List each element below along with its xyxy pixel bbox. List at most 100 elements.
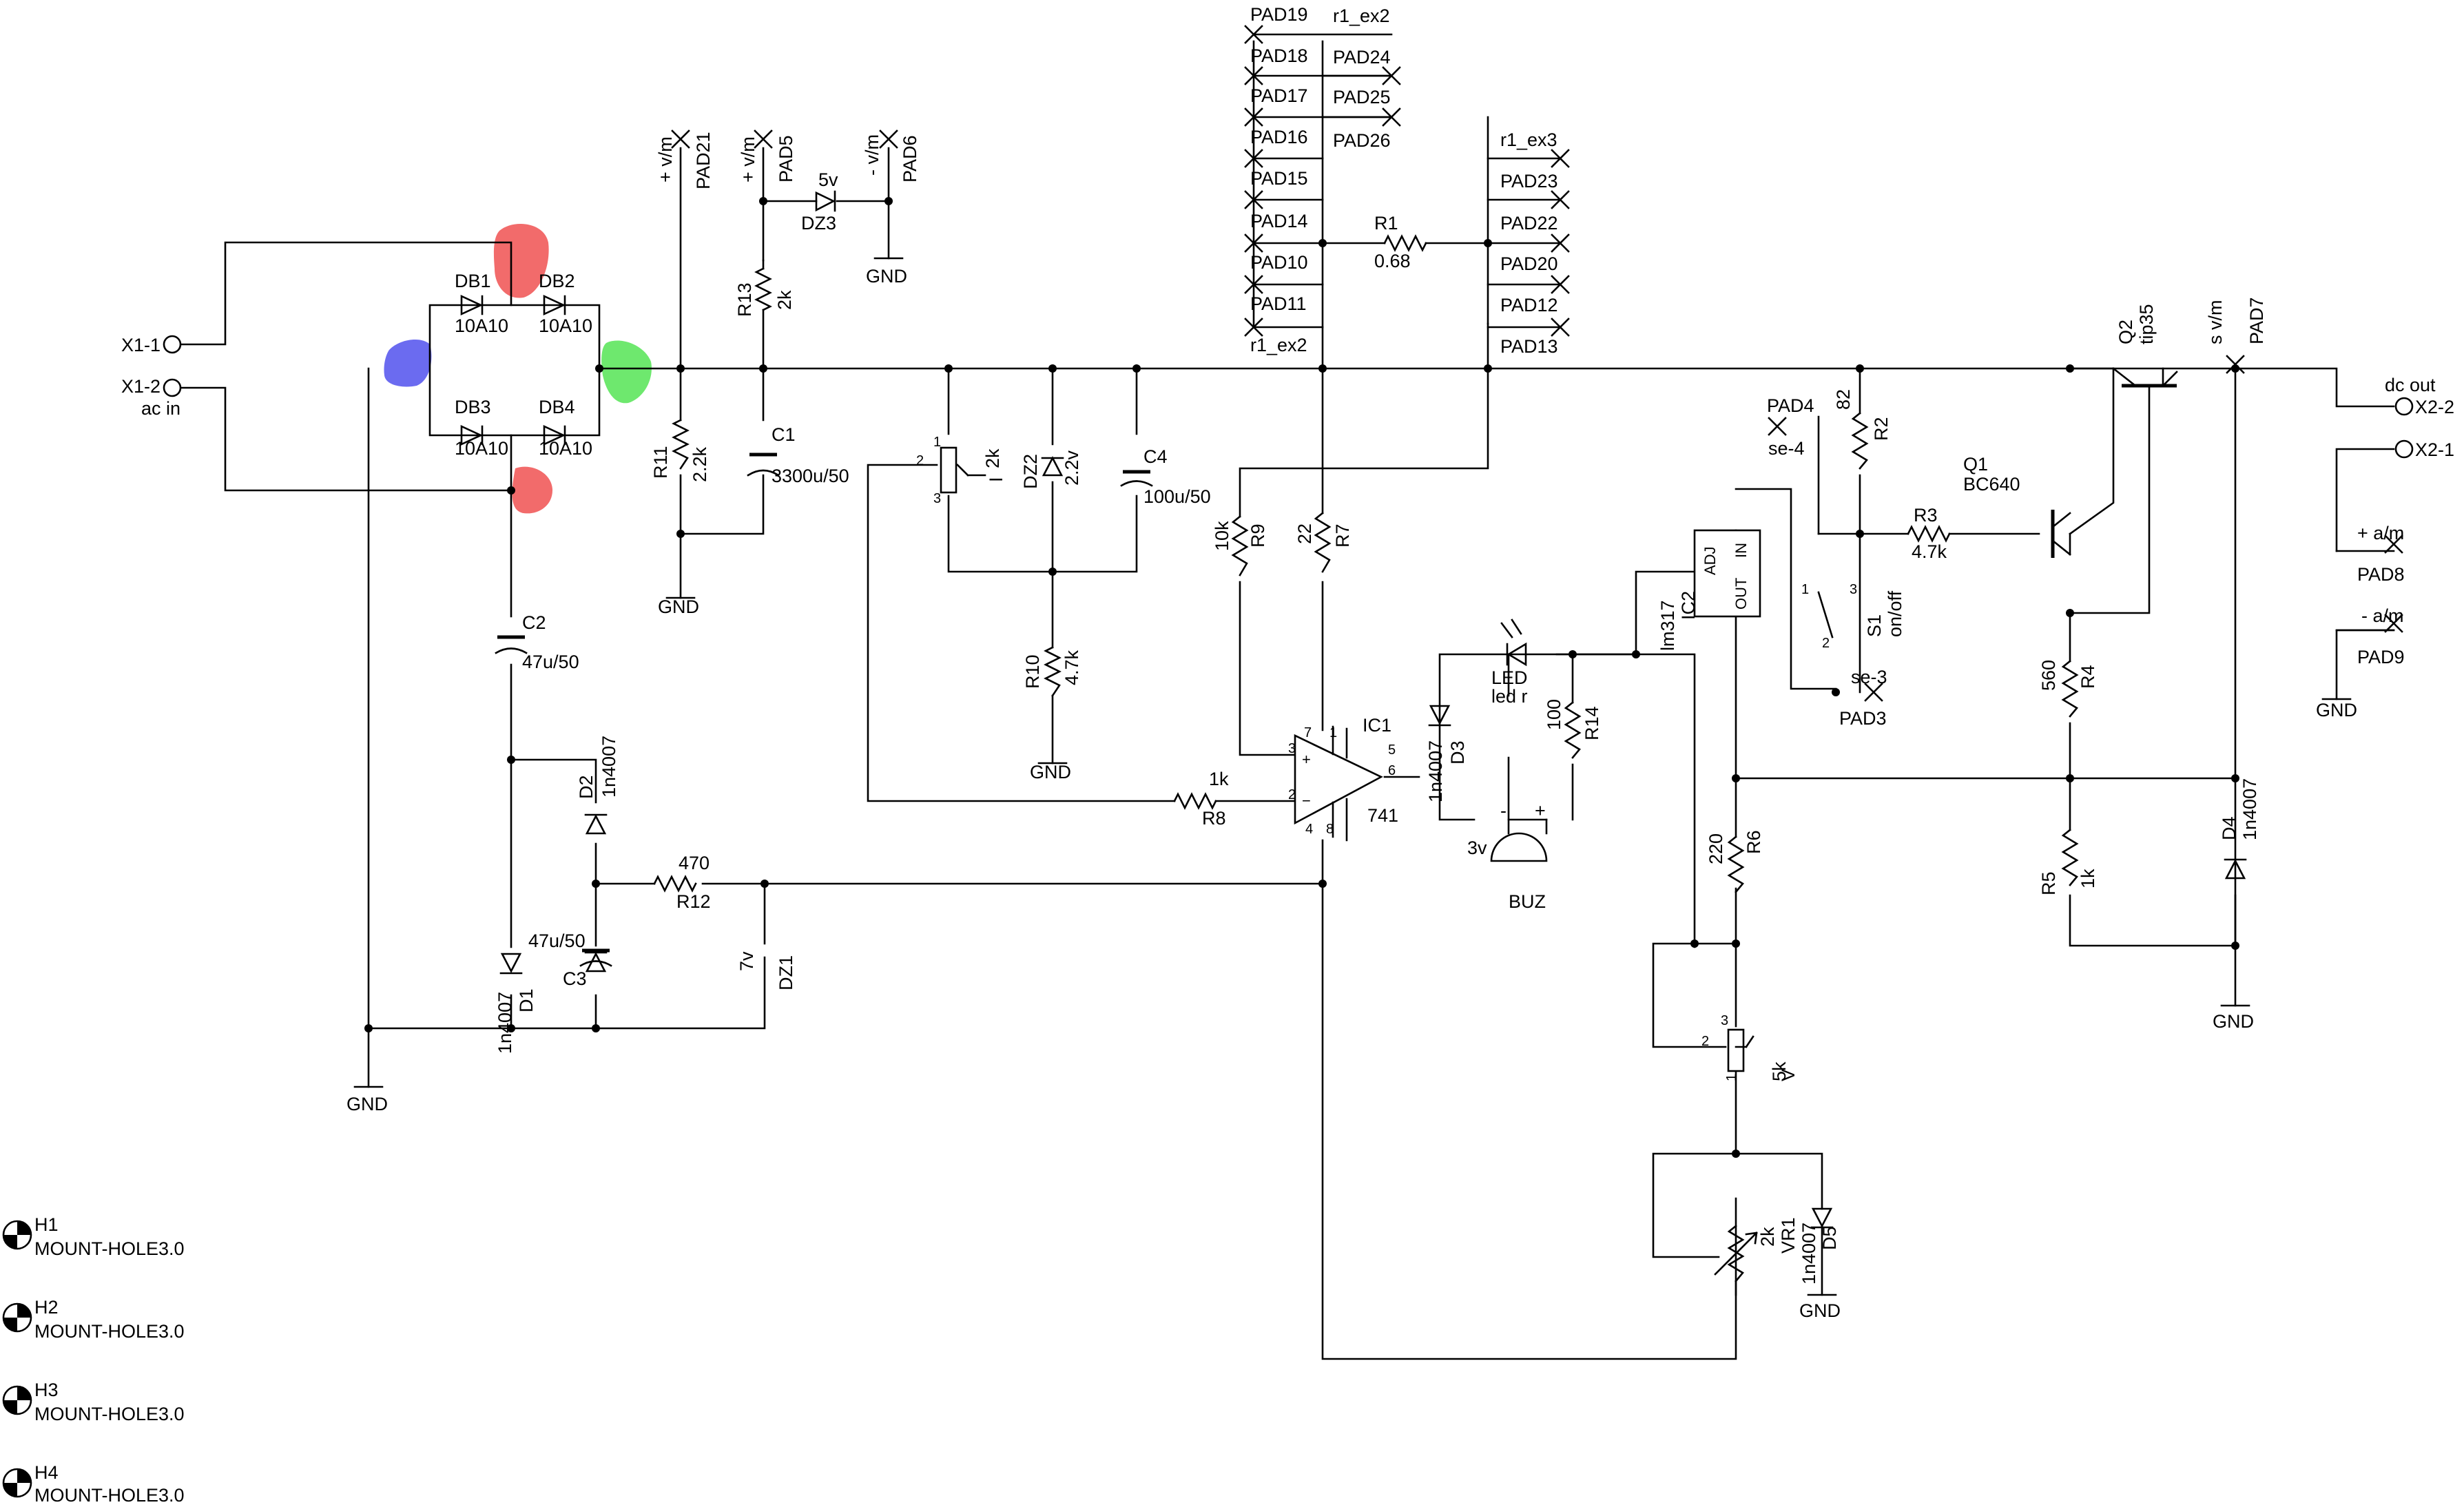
ic2-out: OUT: [1732, 578, 1750, 610]
pot-v-pin1: 1: [1724, 1074, 1739, 1081]
gnd-d5: GND: [1799, 1300, 1841, 1321]
pad7-net: s v/m: [2205, 300, 2226, 345]
pad9-label: PAD9: [2357, 647, 2405, 667]
ground-symbols: [353, 257, 2250, 1296]
ic2-value: lm317: [1657, 600, 1678, 651]
q2-ref: Q2: [2115, 320, 2136, 344]
r4-ref: R4: [2078, 665, 2098, 689]
mount-hole-icon: [2, 1385, 32, 1415]
green-marker: [601, 340, 652, 404]
pot-i-pin2: 2: [916, 453, 924, 468]
db1-ref: DB1: [455, 271, 491, 291]
c1-ref: C1: [772, 424, 796, 445]
r4-value: 560: [2038, 660, 2059, 691]
pad13-label: PAD13: [1500, 336, 1558, 357]
ic1-pin6: 6: [1388, 763, 1396, 778]
ic1-pin4: 4: [1305, 822, 1313, 837]
pad17-label: PAD17: [1250, 85, 1308, 106]
pad5-net: + v/m: [738, 136, 758, 183]
c4-ref: C4: [1143, 446, 1168, 467]
pad8-net: + a/m: [2357, 523, 2404, 543]
q1-ref: Q1: [1963, 454, 1988, 475]
r3-ref: R3: [1914, 505, 1938, 526]
gnd-d4: GND: [2213, 1011, 2254, 1032]
db2-value: 10A10: [539, 315, 592, 336]
c1-value: 3300u/50: [772, 466, 849, 486]
gnd-dz3: GND: [866, 266, 907, 287]
vr1-ref: VR1: [1778, 1217, 1799, 1254]
r8-ref: R8: [1202, 808, 1226, 829]
d3-value: 1n4007: [1425, 740, 1446, 802]
r7-value: 22: [1294, 523, 1315, 544]
ic1-pin5: 5: [1388, 742, 1396, 758]
q1-value: BC640: [1963, 474, 2020, 495]
pot-i-label: I: [986, 477, 1006, 482]
ic1-ref: IC1: [1363, 715, 1391, 736]
r8-value: 1k: [1209, 769, 1229, 789]
d4-value: 1n4007: [2239, 778, 2260, 840]
ic2-ref: IC2: [1678, 591, 1699, 620]
h1-value: MOUNT-HOLE3.0: [34, 1238, 185, 1259]
x2-1-label: X2-1: [2415, 439, 2454, 460]
r10-value: 4.7k: [1062, 649, 1082, 685]
symbols: [460, 190, 2247, 1282]
h1-ref: H1: [34, 1214, 59, 1235]
se3-label: se-3: [1851, 667, 1887, 687]
dz1-value: 7v: [736, 951, 757, 971]
buz-minus: -: [1500, 800, 1507, 821]
pot-v-value: 5k: [1769, 1061, 1790, 1081]
d5-value: 1n4007: [1799, 1223, 1819, 1285]
ic1-pin3: 3: [1288, 741, 1296, 756]
pad5-label: PAD5: [776, 135, 796, 183]
x1-2-terminal[interactable]: [163, 378, 182, 397]
ic1-pin8: 8: [1326, 822, 1334, 837]
buz-plus: +: [1535, 800, 1546, 821]
dz2-value: 2.2v: [1062, 450, 1082, 486]
r14-value: 100: [1544, 699, 1564, 730]
dz3-ref: DZ3: [801, 213, 836, 233]
ic1-plus: +: [1302, 751, 1311, 768]
pot-i-value: 2k: [982, 448, 1003, 468]
s1-ref: S1: [1864, 614, 1885, 637]
r9-ref: R9: [1247, 523, 1268, 548]
c2-ref: C2: [522, 612, 546, 633]
r9-value: 10k: [1212, 521, 1232, 551]
db4-ref: DB4: [539, 397, 575, 417]
pot-i-pin3: 3: [933, 491, 941, 506]
x2-2-terminal[interactable]: [2394, 397, 2414, 416]
r10-ref: R10: [1022, 654, 1043, 689]
r2-ref: R2: [1871, 417, 1892, 441]
blue-marker: [384, 340, 432, 387]
buz-value: 3v: [1467, 838, 1487, 858]
r3-value: 4.7k: [1912, 541, 1947, 562]
ic1-minus: −: [1302, 792, 1311, 809]
r1-ex2-bottom: r1_ex2: [1250, 335, 1307, 355]
d2-ref: D2: [576, 775, 597, 799]
q2-value: tip35: [2136, 304, 2157, 344]
d1-value: 1n4007: [495, 992, 515, 1054]
d3-ref: D3: [1447, 740, 1468, 765]
dc-out-label: dc out: [2385, 375, 2436, 395]
pad21-label: PAD21: [693, 132, 714, 189]
r1-ex2-top: r1_ex2: [1333, 6, 1390, 26]
d2-value: 1n4007: [599, 736, 619, 798]
pad18-label: PAD18: [1250, 45, 1308, 66]
s1-pin3: 3: [1850, 582, 1857, 597]
r2-value: 82: [1833, 389, 1854, 410]
mount-hole-icon: [2, 1302, 32, 1333]
led-ref: LED: [1491, 667, 1528, 688]
x1-1-terminal[interactable]: [163, 335, 182, 354]
s1-pin1: 1: [1801, 582, 1809, 597]
pad23-label: PAD23: [1500, 171, 1558, 191]
s1-value: on/off: [1885, 590, 1905, 637]
c3-value: 47u/50: [528, 931, 586, 951]
pad26-label: PAD26: [1333, 130, 1391, 151]
pot-v-pin2: 2: [1701, 1034, 1709, 1049]
x2-1-terminal[interactable]: [2394, 439, 2414, 459]
pot-v-pin3: 3: [1721, 1013, 1728, 1028]
s1-pin2: 2: [1822, 636, 1830, 651]
pad3-label: PAD3: [1839, 708, 1887, 729]
mount-hole-icons: [2, 1220, 32, 1498]
wires: [179, 33, 2395, 1360]
ic1-pin2: 2: [1288, 787, 1296, 802]
